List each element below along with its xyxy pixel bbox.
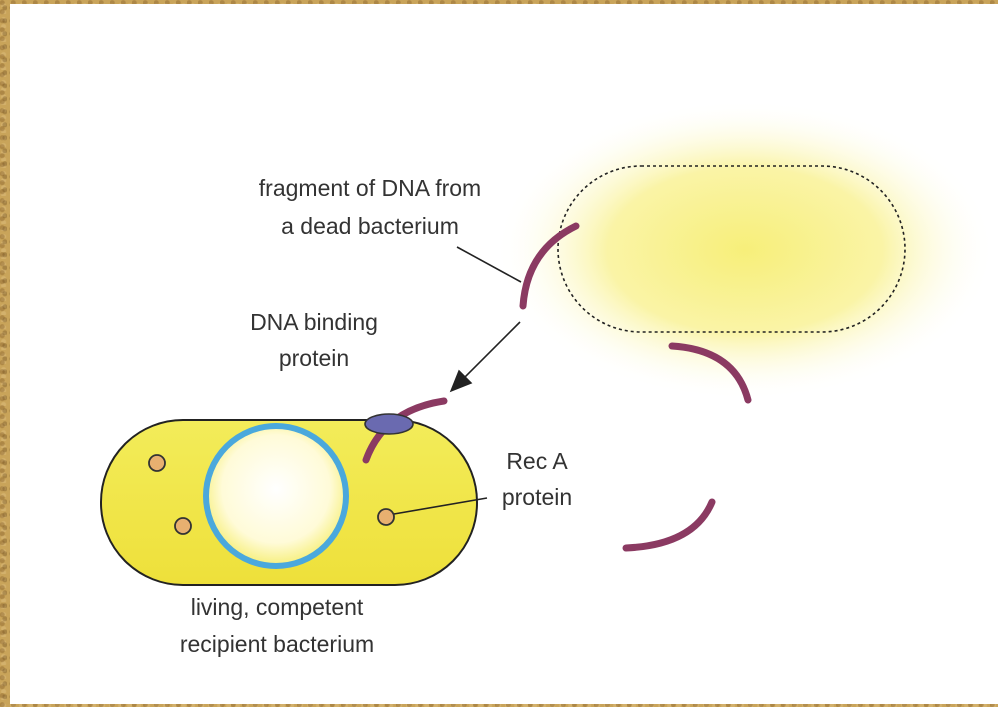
label-binding-line2: protein xyxy=(279,345,349,371)
dna-binding-protein xyxy=(365,414,413,434)
uptake-arrow xyxy=(452,322,520,390)
dna-fragment-lower xyxy=(626,502,712,548)
label-reca-line2: protein xyxy=(502,484,572,510)
label-fragment-line2: a dead bacterium xyxy=(281,213,459,239)
reca-protein-dot xyxy=(378,509,394,525)
reca-protein-dot xyxy=(175,518,191,534)
dead-bacterium-glow xyxy=(495,100,995,400)
nucleoid-ring xyxy=(206,426,346,566)
label-reca-line1: Rec A xyxy=(506,448,568,474)
label-recipient-line2: recipient bacterium xyxy=(180,631,374,657)
reca-protein-dot xyxy=(149,455,165,471)
label-binding-line1: DNA binding xyxy=(250,309,378,335)
label-fragment-line1: fragment of DNA from xyxy=(259,175,481,201)
label-recipient-line1: living, competent xyxy=(191,594,364,620)
